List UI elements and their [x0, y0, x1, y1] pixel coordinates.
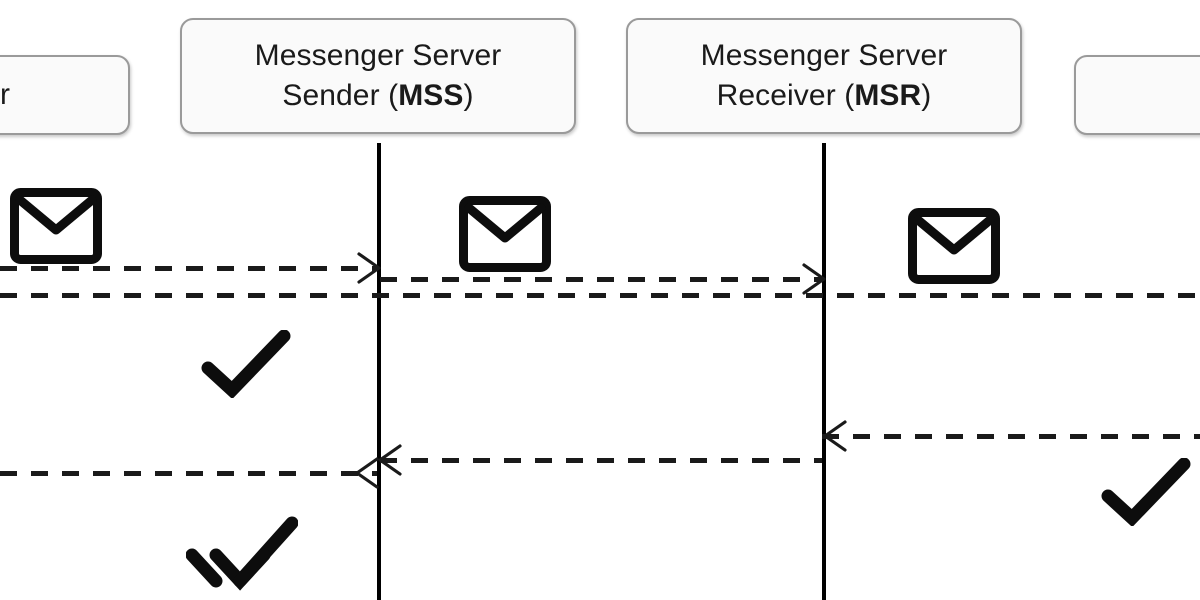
envelope-icon	[10, 188, 102, 264]
participant-label-msr-line2-pre: Receiver (	[716, 79, 855, 112]
lifeline-msr	[822, 143, 826, 600]
participant-label-left-partial: r	[0, 78, 11, 112]
participant-label-mss-line2-pre: Sender (	[282, 79, 399, 112]
envelope-icon	[459, 196, 551, 272]
participant-label-msr: Messenger Server Receiver (MSR)	[701, 36, 948, 116]
participant-abbrev-mss: MSS	[398, 79, 464, 112]
message-line-ack-final[interactable]	[0, 471, 377, 476]
participant-label-right-partial: (R	[1076, 75, 1200, 115]
arrowhead-left-msr-ack	[823, 419, 849, 453]
single-check-icon	[1100, 458, 1192, 526]
participant-box-mss[interactable]: Messenger Server Sender (MSS)	[180, 18, 576, 134]
participant-label-msr-line2-post: )	[921, 79, 932, 112]
arrowhead-right-mss	[355, 251, 381, 285]
message-line-ack-back[interactable]	[822, 434, 1200, 439]
arrowhead-left-mss-ack	[378, 443, 404, 477]
participant-abbrev-msr: MSR	[854, 79, 922, 112]
message-line-ack-relay[interactable]	[380, 458, 822, 463]
single-check-icon	[200, 330, 292, 398]
lifeline-mss	[377, 143, 381, 600]
double-check-icon	[186, 515, 298, 593]
participant-label-mss-line2-post: )	[463, 79, 474, 112]
message-line-deliver[interactable]	[0, 293, 1200, 298]
participant-box-msr[interactable]: Messenger Server Receiver (MSR)	[626, 18, 1022, 134]
participant-label-msr-line1: Messenger Server	[700, 39, 948, 73]
message-line-relay[interactable]	[380, 277, 822, 282]
participant-label-mss: Messenger Server Sender (MSS)	[255, 36, 502, 116]
message-line-send[interactable]	[0, 266, 377, 271]
participant-box-left-partial[interactable]: r	[0, 55, 130, 135]
arrowhead-left-mss-final	[355, 456, 381, 490]
participant-label-mss-line1: Messenger Server	[254, 39, 502, 73]
participant-box-right-partial[interactable]: (R	[1074, 55, 1200, 135]
envelope-icon	[908, 208, 1000, 284]
arrowhead-right-msr	[800, 262, 826, 296]
